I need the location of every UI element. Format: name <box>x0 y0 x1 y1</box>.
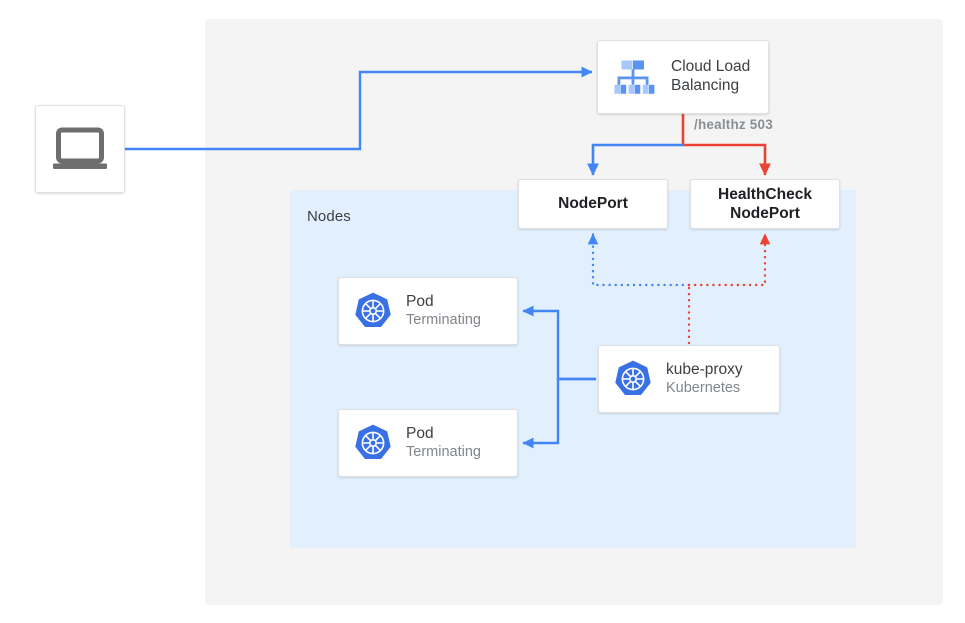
healthcheck-nodeport-node[interactable]: HealthCheck NodePort <box>690 179 840 229</box>
pod-node-1[interactable]: Pod Terminating <box>338 277 518 345</box>
pod-2-title: Pod <box>406 424 434 442</box>
kube-proxy-text: kube-proxy Kubernetes <box>666 361 743 398</box>
kube-proxy-row: kube-proxy Kubernetes <box>599 346 779 412</box>
nodeport-node[interactable]: NodePort <box>518 179 668 229</box>
pod-2-status: Terminating <box>406 443 481 460</box>
nodeport-label: NodePort <box>558 195 628 213</box>
pod-node-2[interactable]: Pod Terminating <box>338 409 518 477</box>
kubernetes-icon <box>615 360 651 395</box>
cloud-load-balancing-line-2: Balancing <box>671 77 740 94</box>
kube-proxy-title: kube-proxy <box>666 360 743 378</box>
pod-1-row: Pod Terminating <box>339 278 517 344</box>
kubernetes-icon <box>355 424 391 459</box>
nodes-region-label: Nodes <box>307 208 351 225</box>
cloud-load-balancing-row: Cloud Load Balancing <box>598 41 768 113</box>
laptop-icon <box>53 127 107 169</box>
pod-1-text: Pod Terminating <box>406 293 481 330</box>
cloud-load-balancing-line-1: Cloud Load <box>671 58 751 76</box>
pod-1-title: Pod <box>406 292 434 310</box>
kubernetes-icon <box>355 292 391 327</box>
pod-2-text: Pod Terminating <box>406 425 481 462</box>
healthcheck-nodeport-line-1: HealthCheck <box>718 185 812 203</box>
kube-proxy-node[interactable]: kube-proxy Kubernetes <box>598 345 780 413</box>
pod-1-status: Terminating <box>406 311 481 328</box>
cloud-load-balancing-icon <box>614 60 655 94</box>
client-laptop-node[interactable] <box>35 105 125 193</box>
kube-proxy-subtitle: Kubernetes <box>666 379 741 396</box>
cloud-load-balancing-node[interactable]: Cloud Load Balancing <box>597 40 769 114</box>
laptop-icon-wrap <box>36 106 124 192</box>
healthcheck-nodeport-line-2: NodePort <box>730 205 800 222</box>
healthz-status-label: /healthz 503 <box>694 117 773 132</box>
healthcheck-nodeport-label: HealthCheck NodePort <box>691 180 839 228</box>
cloud-load-balancing-text: Cloud Load Balancing <box>671 58 750 96</box>
pod-2-row: Pod Terminating <box>339 410 517 476</box>
